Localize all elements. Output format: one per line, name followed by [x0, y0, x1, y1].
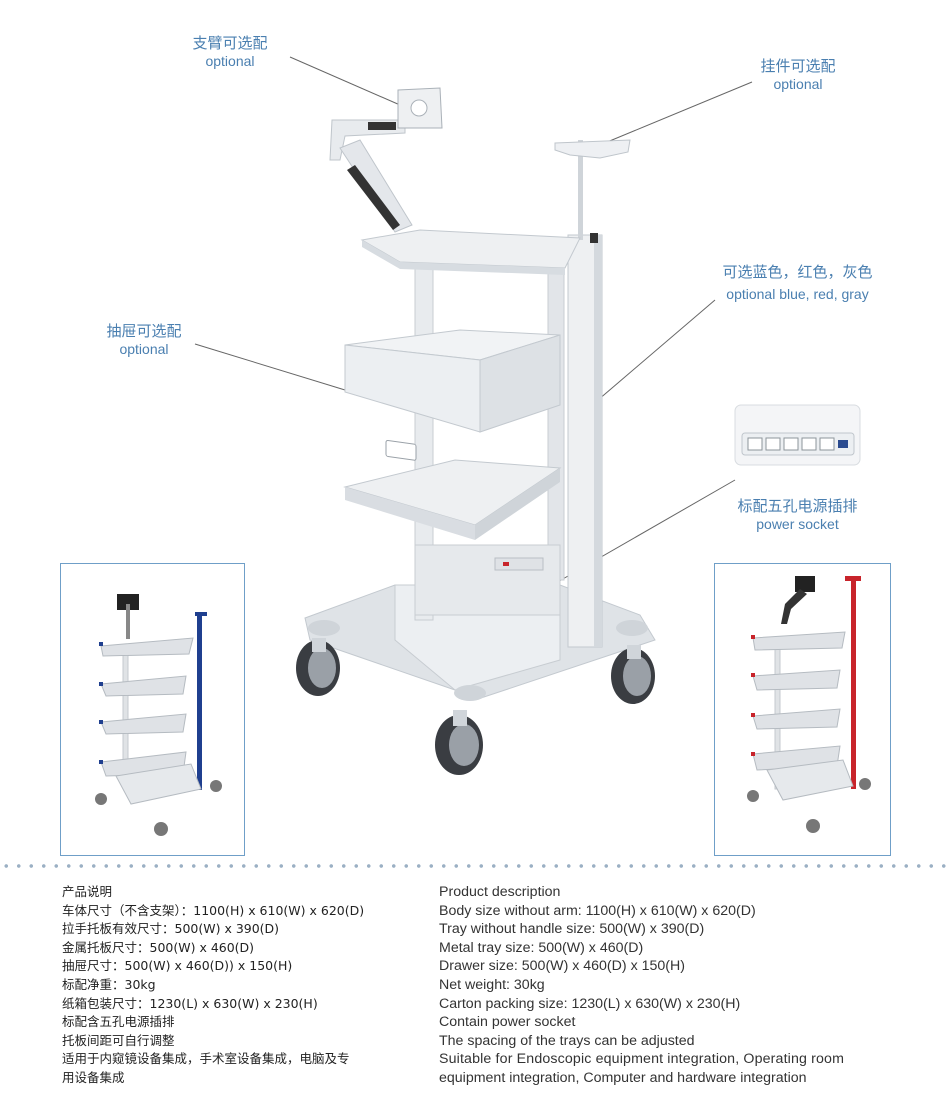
blue-accent-column — [197, 612, 202, 790]
color-callout: 可选蓝色，红色，灰色 optional blue, red, gray — [700, 261, 895, 302]
description-cn-line: 标配净重：30kg — [62, 976, 156, 992]
description-en-line: Carton packing size: 1230(L) x 630(W) x … — [439, 995, 741, 1012]
description-cn-line: 抽屉尺寸：500(W) x 460(D)) x 150(H) — [62, 958, 293, 974]
description-en-line: Contain power socket — [439, 1014, 576, 1031]
blue-variant-thumbnail — [60, 563, 245, 856]
socket-callout-cn: 标配五孔电源插排 — [737, 497, 858, 515]
description-en-line: Tray without handle size: 500(W) x 390(D… — [439, 921, 705, 938]
socket-callout: 标配五孔电源插排 power socket — [720, 495, 875, 532]
power-socket-inset — [734, 404, 861, 466]
cart-wheels — [296, 638, 655, 775]
arm-callout: 支臂可选配 optional — [180, 32, 280, 69]
main-column — [567, 140, 603, 648]
description-en-line: Metal tray size: 500(W) x 460(D) — [439, 939, 644, 956]
socket-callout-en: power socket — [756, 516, 839, 532]
dotted-divider — [0, 862, 950, 870]
drawer-callout: 抽屉可选配 optional — [94, 320, 194, 357]
lower-tray — [343, 459, 562, 540]
red-cart-drawing — [747, 576, 871, 833]
description-en-line: The spacing of the trays can be adjusted — [439, 1032, 695, 1049]
arm-callout-en: optional — [205, 53, 255, 69]
main-cart-illustration — [194, 56, 861, 775]
description-en-line: Body size without arm: 1100(H) x 610(W) … — [439, 902, 756, 919]
description-cn-line: 纸箱包装尺寸：1230(L) x 630(W) x 230(H) — [62, 995, 318, 1011]
red-variant-thumbnail — [714, 563, 891, 856]
description-cn-line: 车体尺寸（不含支架）：1100(H) x 610(W) x 620(D) — [62, 902, 365, 918]
top-tray — [360, 229, 581, 275]
description-cn-line: 托板间距可自行调整 — [62, 1032, 175, 1048]
description-en-line: Suitable for Endoscopic equipment integr… — [439, 1051, 845, 1068]
description-cn-line: 用设备集成 — [62, 1069, 125, 1085]
hanger-callout-en: optional — [773, 76, 823, 92]
description-cn-line: 拉手托板有效尺寸：500(W) x 390(D) — [62, 921, 280, 937]
cart-socket — [494, 557, 544, 571]
hanger-accessory — [554, 139, 631, 159]
red-monitor-mount — [795, 576, 815, 592]
description-cn-title: 产品说明 — [62, 884, 113, 899]
description-cn: 产品说明 车体尺寸（不含支架）：1100(H) x 610(W) x 620(D… — [62, 883, 422, 1088]
hanger-callout: 挂件可选配 optional — [748, 55, 848, 92]
drawer-callout-cn: 抽屉可选配 — [106, 322, 182, 340]
blue-cart-drawing — [95, 594, 222, 836]
drawer-callout-en: optional — [119, 341, 169, 357]
description-en-line: Net weight: 30kg — [439, 976, 545, 993]
color-callout-cn: 可选蓝色，红色，灰色 — [722, 263, 873, 281]
arm-callout-cn: 支臂可选配 — [192, 34, 268, 52]
color-callout-en: optional blue, red, gray — [726, 286, 869, 302]
description-en-title: Product description — [439, 884, 561, 900]
description-cn-line: 金属托板尺寸：500(W) x 460(D) — [62, 939, 255, 955]
vesa-mount — [397, 87, 443, 129]
description-cn-line: 适用于内窥镜设备集成，手术室设备集成，电脑及专 — [62, 1051, 350, 1067]
drawer — [344, 329, 561, 461]
description-en-line: Drawer size: 500(W) x 460(D) x 150(H) — [439, 958, 685, 975]
description-en-line: equipment integration, Computer and hard… — [439, 1069, 807, 1086]
red-accent-column — [851, 579, 856, 789]
blue-monitor-mount — [117, 594, 139, 610]
monitor-arm — [329, 119, 413, 233]
hanger-callout-cn: 挂件可选配 — [760, 57, 836, 75]
description-en: Product description Body size without ar… — [439, 883, 909, 1088]
description-cn-line: 标配含五孔电源插排 — [62, 1014, 175, 1030]
